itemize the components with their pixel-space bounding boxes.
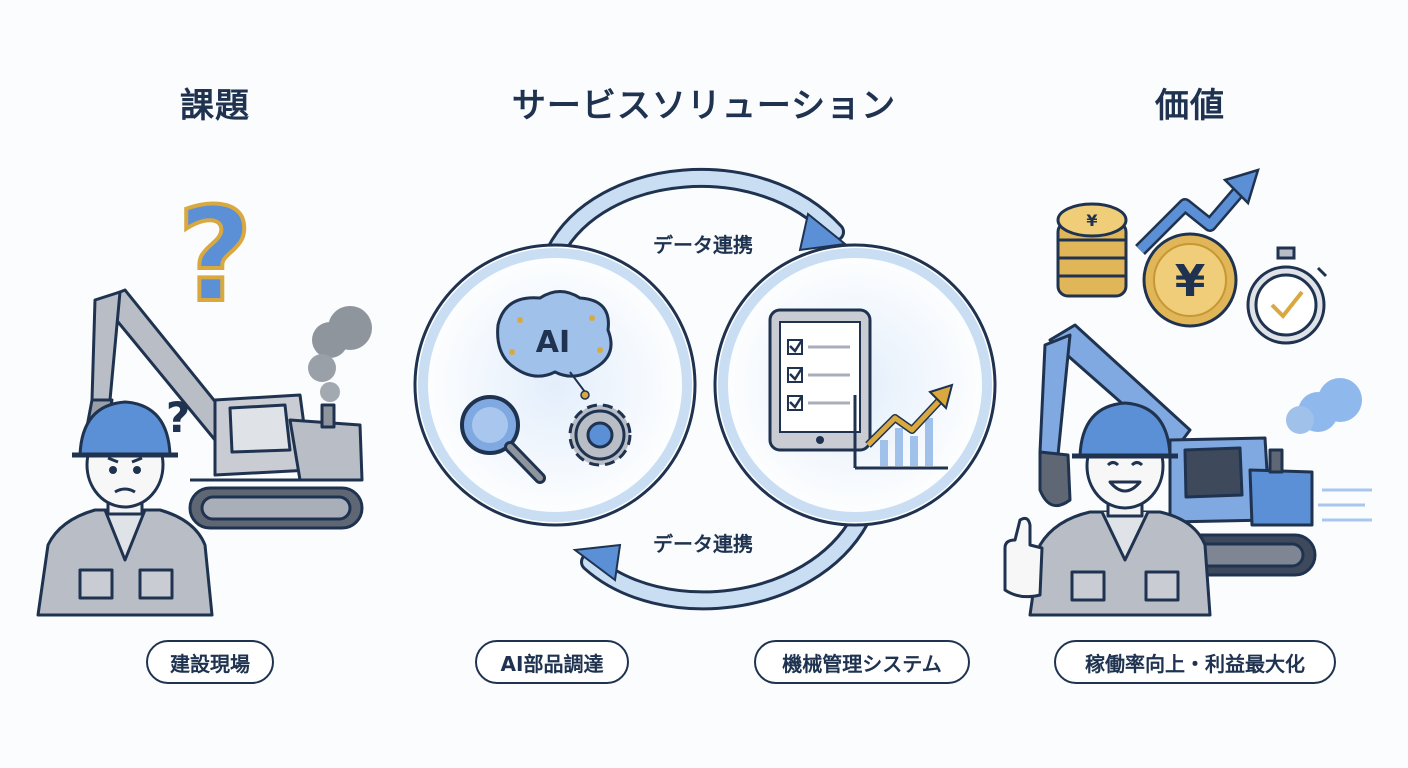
growth-chart-icon bbox=[853, 383, 954, 470]
gear-icon bbox=[568, 403, 632, 467]
ai-circle bbox=[413, 243, 697, 527]
ai-brain-icon: AI bbox=[496, 290, 613, 400]
heading-problem: 課題 bbox=[180, 86, 250, 126]
speed-lines-icon bbox=[1318, 488, 1372, 522]
broken-excavator-icon bbox=[84, 288, 364, 530]
happy-worker-icon bbox=[1003, 401, 1212, 617]
magnifier-icon bbox=[460, 395, 546, 484]
worried-worker-icon bbox=[36, 400, 214, 617]
ai-brain-text: AI bbox=[536, 325, 570, 360]
flow-arrow-bottom bbox=[572, 510, 870, 611]
cloud-icon bbox=[1286, 378, 1362, 434]
label-value: 稼働率向上・利益最大化 bbox=[1054, 640, 1336, 684]
stopwatch-icon bbox=[1246, 246, 1328, 345]
yen-coin-icon: ¥ bbox=[1142, 232, 1238, 328]
coin-stack-icon: ¥ bbox=[1056, 202, 1128, 298]
rising-arrow-icon bbox=[1135, 168, 1260, 255]
svg-text:?: ? bbox=[177, 179, 252, 331]
label-site: 建設現場 bbox=[146, 640, 274, 684]
smoke-icon bbox=[308, 306, 372, 402]
label-ai-parts: AI部品調達 bbox=[475, 640, 629, 684]
yen-symbol: ¥ bbox=[1175, 256, 1206, 307]
label-machine-mgmt: 機械管理システム bbox=[754, 640, 970, 684]
tablet-checklist-icon bbox=[768, 308, 872, 452]
heading-value: 価値 bbox=[1155, 86, 1225, 126]
question-mark-icon: ? bbox=[175, 177, 254, 333]
svg-text:¥: ¥ bbox=[1086, 211, 1097, 230]
flow-label-bottom: データ連携 bbox=[653, 532, 753, 556]
heading-solution: サービスソリューション bbox=[511, 86, 897, 126]
flow-arrow-top bbox=[545, 167, 848, 262]
flow-label-top: データ連携 bbox=[653, 233, 753, 257]
